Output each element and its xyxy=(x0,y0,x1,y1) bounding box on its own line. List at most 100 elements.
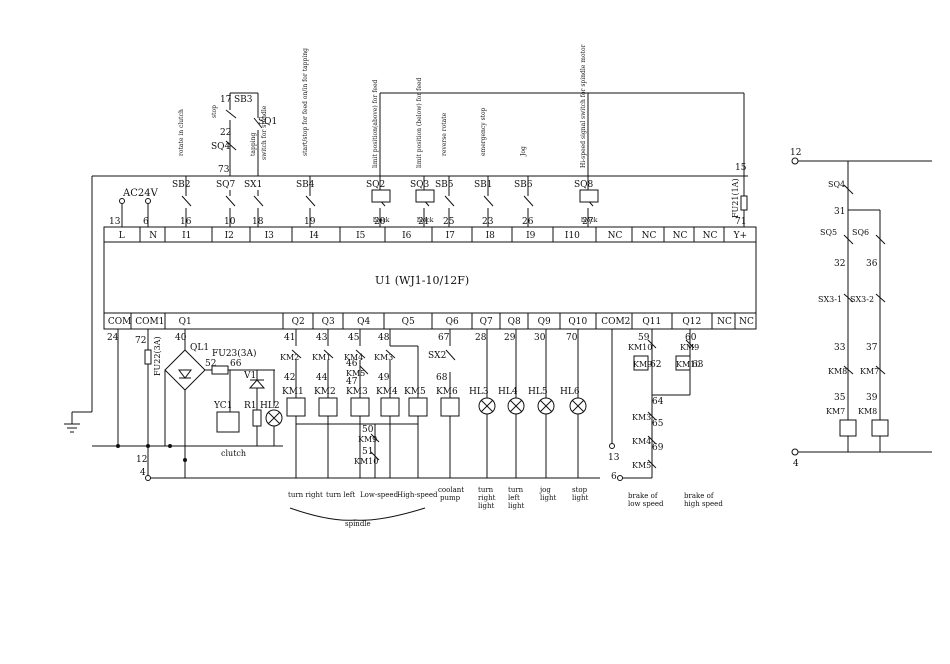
caption-bl-2: low speed xyxy=(628,500,664,508)
label-sq1: SQ1 xyxy=(258,117,277,127)
contact-chain-km4: KM4 xyxy=(632,437,651,446)
diode-v1 xyxy=(248,379,266,389)
wire-23: 23 xyxy=(482,217,494,227)
note-sb4: start/stop for feed on/in for tapping xyxy=(302,48,309,156)
note-sb1: emergency stop xyxy=(480,107,487,156)
caption-stop-1: stop xyxy=(572,486,588,494)
lamp-label-hl6: HL6 xyxy=(560,387,580,397)
lamp-label-hl3: HL3 xyxy=(469,387,489,397)
wire-69: 69 xyxy=(652,443,664,453)
contact-km10: KM10 xyxy=(354,457,378,466)
plc-output-q4: Q4 xyxy=(357,317,370,327)
side-sq5: SQ5 xyxy=(820,228,837,237)
side-31: 31 xyxy=(834,207,845,217)
caption-bh-2: high speed xyxy=(684,500,723,508)
plc-output-q9: Q9 xyxy=(538,317,551,327)
wire-10: 10 xyxy=(224,217,236,227)
plc-output-q3: Q3 xyxy=(322,317,335,327)
contact-km1: KM1 xyxy=(312,353,331,362)
label-72: 72 xyxy=(135,336,146,346)
side-sq4: SQ4 xyxy=(828,180,845,189)
plc-output-com1: COM1 xyxy=(135,317,164,327)
coil-km3 xyxy=(350,397,370,417)
switch-label-sb1: SB1 xyxy=(474,180,493,190)
label-15: 15 xyxy=(735,163,747,173)
label-22: 22 xyxy=(220,128,231,138)
fuse-fu22: FU22(3A) xyxy=(153,336,162,376)
caption-bh-1: brake of xyxy=(684,492,715,500)
wire-59: 59 xyxy=(638,333,650,343)
label-sq4: SQ4 xyxy=(211,142,231,152)
caption-tl-1: turn xyxy=(508,486,524,494)
caption-turn-left: turn left xyxy=(326,491,355,499)
note-sq8: Hi-speed signal switch for spindle motor xyxy=(580,44,587,168)
wire-21: 21 xyxy=(418,217,429,227)
plc-input-nc: NC xyxy=(642,231,657,241)
wire-28: 28 xyxy=(475,333,487,343)
side-wire-39: 39 xyxy=(866,393,878,403)
wire-16: 16 xyxy=(180,217,192,227)
side-label-12: 12 xyxy=(790,148,801,158)
switch-label-sb6: SB6 xyxy=(514,180,533,190)
plc-output-q6: Q6 xyxy=(446,317,459,327)
side-coil-label-km8: KM8 xyxy=(858,407,877,416)
side-wire-33: 33 xyxy=(834,343,846,353)
plc-title: U1 (WJ1-10/12F) xyxy=(375,274,469,287)
side-wire-36: 36 xyxy=(866,259,878,269)
wire-70: 70 xyxy=(566,333,578,343)
contact-km4: KM4 xyxy=(344,353,363,362)
wire-30: 30 xyxy=(534,333,546,343)
contact-chain-km5: KM5 xyxy=(632,461,651,470)
plc-output-q11: Q11 xyxy=(642,317,661,327)
caption-tr-1: turn xyxy=(478,486,494,494)
plc-output-nc: NC xyxy=(739,317,754,327)
wire-68: 68 xyxy=(436,373,448,383)
switch-sb1: SB1 23 emergency stop xyxy=(474,107,494,227)
plc-input-n: N xyxy=(149,231,157,241)
caption-bl-1: brake of xyxy=(628,492,659,500)
label-v1: V1 xyxy=(243,371,256,381)
coil-km1 xyxy=(286,397,306,417)
note-sq3: limit position (below) for feed xyxy=(416,77,423,168)
block-label: block xyxy=(373,217,390,224)
wire-62: 62 xyxy=(650,360,661,370)
plc-output-q2: Q2 xyxy=(292,317,305,327)
side-label-4: 4 xyxy=(793,459,799,469)
coil-km10-brake xyxy=(675,355,691,371)
side-sx31: SX3-1 xyxy=(818,295,842,304)
contact-km10-q11: KM10 xyxy=(628,343,652,352)
side-sq6: SQ6 xyxy=(852,228,869,237)
side-contact-km7: KM7 xyxy=(860,367,879,376)
plc-output-q1: Q1 xyxy=(179,317,192,327)
wire-50: 50 xyxy=(362,425,374,435)
side-contact-km8: KM8 xyxy=(828,367,847,376)
wire-65: 65 xyxy=(652,419,664,429)
label-4: 4 xyxy=(140,468,146,478)
block-label: block xyxy=(581,217,598,224)
wire-27: 27 xyxy=(582,217,594,227)
plc-input-i8: I8 xyxy=(486,231,496,241)
label-24: 24 xyxy=(107,333,119,343)
wire-46: 46 xyxy=(346,359,358,369)
fuse-fu23: FU23(3A) xyxy=(212,348,257,359)
label-17: 17 xyxy=(220,95,232,105)
caption-tr-2: right xyxy=(478,494,496,502)
side-coil-km8 xyxy=(871,419,889,437)
label-hl2: HL2 xyxy=(260,401,280,411)
wire-63: 63 xyxy=(692,360,704,370)
switch-label-sb2: SB2 xyxy=(172,180,191,190)
coil-label-km2: KM2 xyxy=(314,387,336,397)
plc-output-com: COM xyxy=(108,317,131,327)
side-sx32: SX3-2 xyxy=(850,295,874,304)
wire-51: 51 xyxy=(362,447,373,457)
coil-label-km9-brake: KM9 xyxy=(633,360,652,369)
label-73: 73 xyxy=(218,165,230,175)
